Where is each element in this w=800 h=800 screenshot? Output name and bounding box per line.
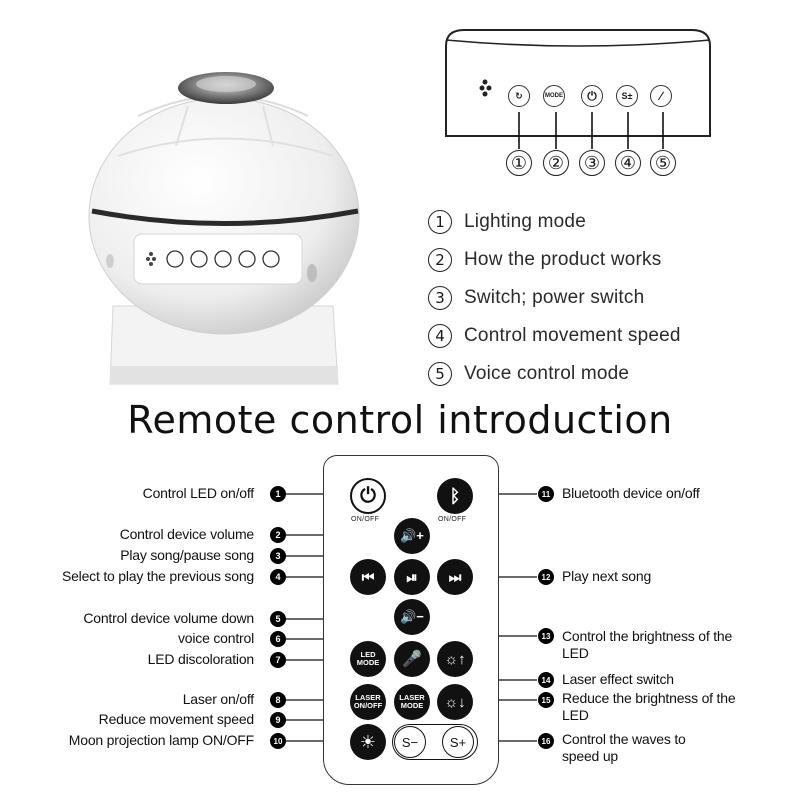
callout-number: 3 xyxy=(270,548,286,564)
panel-number-3: ③ xyxy=(579,150,605,176)
callout-number: 14 xyxy=(538,672,554,688)
callout-number: 9 xyxy=(270,712,286,728)
panel-number-1: ① xyxy=(506,150,532,176)
power-icon: ⏻ xyxy=(360,484,376,507)
led-brightness-up-button[interactable]: ☼↑ xyxy=(437,641,473,677)
callout-label: LED discoloration xyxy=(147,651,255,667)
legend-number: 4 xyxy=(428,324,452,348)
legend-number: 2 xyxy=(428,248,452,272)
callout-label: Play next song xyxy=(562,568,652,584)
callout-label: Control LED on/off xyxy=(142,485,255,501)
callout-label: Select to play the previous song xyxy=(61,568,254,584)
callout-label: Laser effect switch xyxy=(562,671,674,687)
callout-number: 6 xyxy=(270,631,286,647)
legend-item: 4 Control movement speed xyxy=(428,323,681,349)
callout-label: Reduce the brightness of the LED xyxy=(562,690,736,723)
panel-outline xyxy=(445,29,711,137)
callout-number: 8 xyxy=(270,692,286,708)
next-song-button[interactable]: ⏭ xyxy=(437,559,473,595)
volume-down-icon: 🔊− xyxy=(400,609,424,624)
legend-item: 2 How the product works xyxy=(428,247,661,273)
voice-control-button[interactable]: 🎤 xyxy=(394,641,430,677)
remote-control: ⏻ ON/OFF ᛒ ON/OFF 🔊+ ⏮ ⏯ ⏭ 🔊− LED MODE 🎤… xyxy=(323,455,499,785)
panel-number-5: ⑤ xyxy=(650,150,676,176)
callout-number: 1 xyxy=(270,486,286,502)
callout-number: 15 xyxy=(538,692,554,708)
led-mode-button[interactable]: LED MODE xyxy=(350,641,386,677)
projector-product-image xyxy=(88,72,360,385)
callout-label: voice control xyxy=(178,630,254,646)
legend-text: Switch; power switch xyxy=(464,287,645,308)
panel-number-2: ② xyxy=(543,150,569,176)
device-button-panel: ↻ MODE ⏻ S± ∕ xyxy=(444,28,712,138)
bluetooth-icon: ᛒ xyxy=(449,485,461,506)
microphone-icon: 🎤 xyxy=(402,651,422,668)
callout-label: Control the brightness of the LED xyxy=(562,628,733,661)
callout-label: Control device volume down xyxy=(83,610,254,626)
legend-number: 3 xyxy=(428,286,452,310)
callout-label: Moon projection lamp ON/OFF xyxy=(68,732,254,748)
moon-lamp-button[interactable]: ☀ xyxy=(350,724,386,760)
next-icon: ⏭ xyxy=(448,568,462,585)
panel-number-4: ④ xyxy=(615,150,641,176)
mode-icon[interactable]: MODE xyxy=(543,85,565,107)
brightness-down-icon: ☼↓ xyxy=(444,693,466,711)
callout-number: 5 xyxy=(270,611,286,627)
play-pause-icon: ⏯ xyxy=(406,568,418,585)
legend-item: 3 Switch; power switch xyxy=(428,285,644,311)
speed-icon[interactable]: S± xyxy=(616,85,638,107)
callout-label: Laser on/off xyxy=(182,691,254,707)
legend-number: 5 xyxy=(428,362,452,386)
callout-number: 12 xyxy=(538,569,554,585)
speed-up-button[interactable]: S+ xyxy=(442,726,474,758)
onoff-label: ON/OFF xyxy=(351,516,380,523)
callout-label: Reduce movement speed xyxy=(98,711,255,727)
callout-number: 2 xyxy=(270,527,286,543)
speed-down-button[interactable]: S− xyxy=(394,726,426,758)
callout-number: 16 xyxy=(538,733,554,749)
volume-up-button[interactable]: 🔊+ xyxy=(394,518,430,554)
power-icon[interactable]: ⏻ xyxy=(581,85,603,107)
brightness-up-icon: ☼↑ xyxy=(444,650,466,668)
volume-down-button[interactable]: 🔊− xyxy=(394,599,430,635)
callout-number: 13 xyxy=(538,628,554,644)
legend-text: Lighting mode xyxy=(464,211,586,232)
legend-item: 1 Lighting mode xyxy=(428,209,586,235)
bluetooth-button[interactable]: ᛒ xyxy=(437,478,473,514)
microphone-icon[interactable]: ∕ xyxy=(650,85,672,107)
legend-text: How the product works xyxy=(464,249,662,270)
previous-icon: ⏮ xyxy=(361,568,375,585)
callout-label: Bluetooth device on/off xyxy=(562,485,700,501)
legend-text: Control movement speed xyxy=(464,325,681,346)
callout-label: Control the waves to speed up xyxy=(562,731,686,764)
legend-number: 1 xyxy=(428,210,452,234)
page-title: Remote control introduction xyxy=(127,398,673,442)
callout-label: Control device volume xyxy=(119,526,255,542)
callout-number: 7 xyxy=(270,652,286,668)
legend-text: Voice control mode xyxy=(464,363,630,384)
previous-song-button[interactable]: ⏮ xyxy=(350,559,386,595)
speed-rocker xyxy=(392,724,478,760)
lighting-mode-icon[interactable]: ↻ xyxy=(508,85,530,107)
callout-number: 11 xyxy=(538,486,554,502)
laser-onoff-button[interactable]: LASER ON/OFF xyxy=(350,684,386,720)
callout-number: 10 xyxy=(270,733,286,749)
lamp-icon: ☀ xyxy=(359,731,377,752)
laser-mode-button[interactable]: LASER MODE xyxy=(394,684,430,720)
led-power-button[interactable]: ⏻ xyxy=(350,478,386,514)
callout-label: Play song/pause song xyxy=(120,547,254,563)
legend-item: 5 Voice control mode xyxy=(428,361,629,387)
led-brightness-down-button[interactable]: ☼↓ xyxy=(437,684,473,720)
bt-onoff-label: ON/OFF xyxy=(438,516,467,523)
play-pause-button[interactable]: ⏯ xyxy=(394,559,430,595)
volume-up-icon: 🔊+ xyxy=(400,528,424,543)
callout-number: 4 xyxy=(270,569,286,585)
